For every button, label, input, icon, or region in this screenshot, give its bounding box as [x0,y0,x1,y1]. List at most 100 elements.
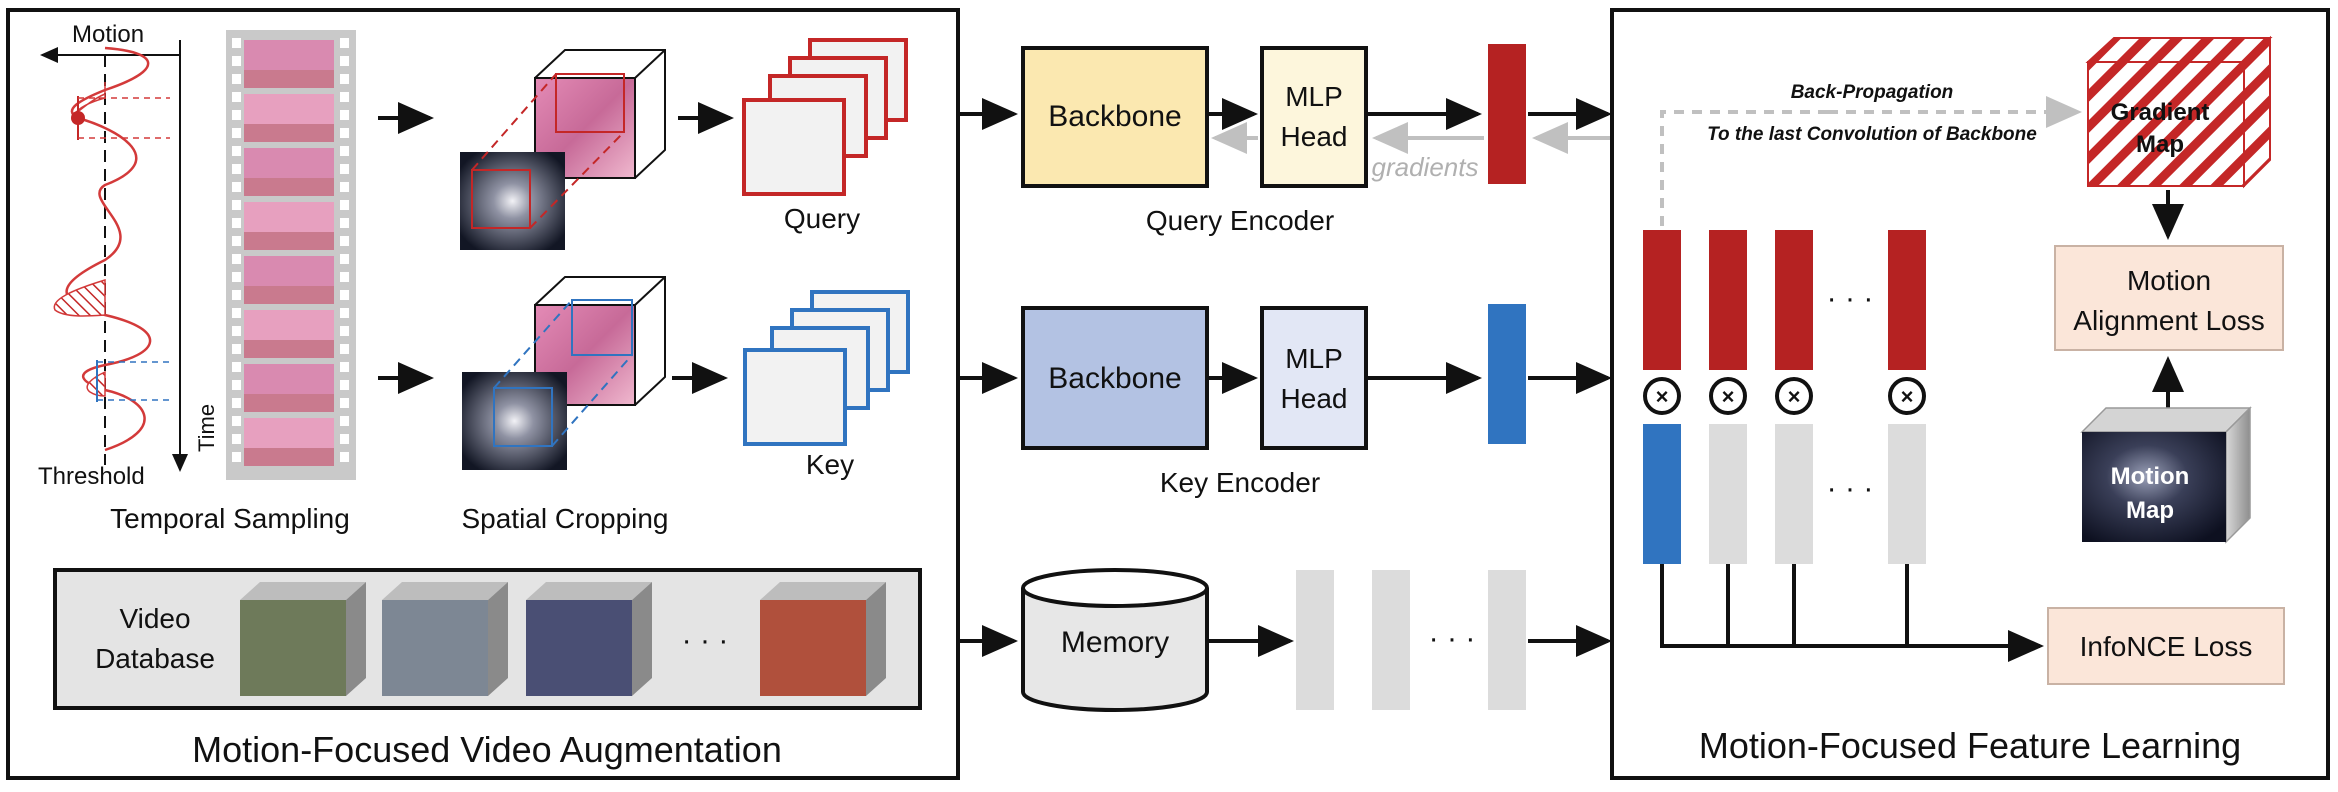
multiply-symbol-n: × [1901,384,1914,409]
film-frame-floor [244,448,334,466]
video-cube-top [526,582,652,600]
motion-alignment-label-1: Motion [2127,265,2211,296]
motion-map-cube-top [2080,407,2252,433]
film-hole [232,128,241,138]
query-clip-1 [742,98,846,196]
video-cube-front [382,600,488,696]
query-feature-ellipsis: · · · [1827,282,1874,315]
film-holes [232,38,349,462]
film-hole [340,272,349,282]
film-hole [232,326,241,336]
threshold-label: Threshold [38,463,145,490]
film-hole [340,380,349,390]
film-frame-floor [244,178,334,196]
film-hole [340,164,349,174]
film-hole [232,272,241,282]
film-hole [340,92,349,102]
film-hole [340,200,349,210]
film-hole [232,38,241,48]
backprop-path [1660,110,1828,226]
film-hole [340,326,349,336]
film-hole [232,164,241,174]
film-hole [232,290,241,300]
query-encoder-label: Query Encoder [1146,205,1334,236]
temporal-sampling-label: Temporal Sampling [110,503,350,534]
motion-alignment-label-2: Alignment Loss [2073,305,2264,336]
memory-ellipsis: · · · [1429,622,1476,655]
film-hole [340,74,349,84]
film-hole [340,254,349,264]
motion-map-cube-side [2225,406,2251,544]
memory-cylinder-body [1021,588,1209,712]
film-hole [340,452,349,462]
motion-curve-plot: Motion Time Threshold [38,21,219,490]
film-hole [232,380,241,390]
gradient-cube-side [2243,35,2271,189]
video-cube-top [382,582,508,600]
film-hole [232,398,241,408]
query-cube-front [534,77,636,179]
key-feature-col [1643,424,1681,564]
film-hole [340,434,349,444]
film-hole [340,218,349,228]
multiply-op-1 [1643,377,1681,415]
query-feature-col-n [1888,230,1926,370]
time-label: Time [194,404,219,452]
infonce-connectors [1660,564,2044,662]
key-clip-stack [743,290,910,446]
film-hole [232,416,241,426]
query-motion-map-thumb [460,152,565,250]
film-hole [232,254,241,264]
film-hole [340,344,349,354]
motion-label: Motion [72,21,144,48]
film-hole [232,92,241,102]
film-hole [340,182,349,192]
query-feature-col-3 [1775,230,1813,370]
film-hole [232,362,241,372]
query-mlp-label-1: MLP [1285,81,1343,112]
video-cube-side [632,582,652,696]
spatial-cropping-label: Spatial Cropping [461,503,668,534]
film-hole [232,452,241,462]
video-cube-front [526,600,632,696]
query-feature [1488,44,1526,184]
multiply-symbol-2: × [1722,384,1735,409]
video-clip-cube [240,582,366,696]
film-hole [232,434,241,444]
key-mlp-label-2: Head [1281,383,1348,414]
gradient-map-cube: Gradient Map [2085,35,2273,189]
multiply-op-n [1888,377,1926,415]
film-frame-floor [244,286,334,304]
video-clip-cube [526,582,652,696]
film-hole [340,308,349,318]
query-crop-projection-2 [529,131,625,229]
multiply-op-2 [1709,377,1747,415]
video-database-ellipsis: · · · [682,624,729,657]
key-mlp-head [1260,306,1368,450]
key-crop-box-3d [571,299,633,356]
film-frame-floor [244,394,334,412]
film-hole [232,182,241,192]
film-hole [340,362,349,372]
film-frames [244,40,334,466]
gradient-map-label-2: Map [2136,131,2184,158]
feature-columns: · · · × × × × · · · [1643,230,1926,564]
film-hole [232,200,241,210]
query-clip-stack [742,38,908,196]
query-label: Query [784,203,860,234]
film-frame-floor [244,124,334,142]
query-feature-col-2 [1709,230,1747,370]
video-clip-cube [382,582,508,696]
video-cube-front [760,600,866,696]
multiply-ops: × × × × [1643,377,1926,415]
film-hole [232,218,241,228]
motion-map-label-1: Motion [2111,463,2190,490]
memory-bank: Memory [1021,568,1209,712]
key-feature [1488,304,1526,444]
film-hole [232,74,241,84]
negative-feature-ellipsis: · · · [1827,472,1874,505]
film-frame-floor [244,340,334,358]
video-cube-top [760,582,886,600]
key-mlp-label-1: MLP [1285,343,1343,374]
